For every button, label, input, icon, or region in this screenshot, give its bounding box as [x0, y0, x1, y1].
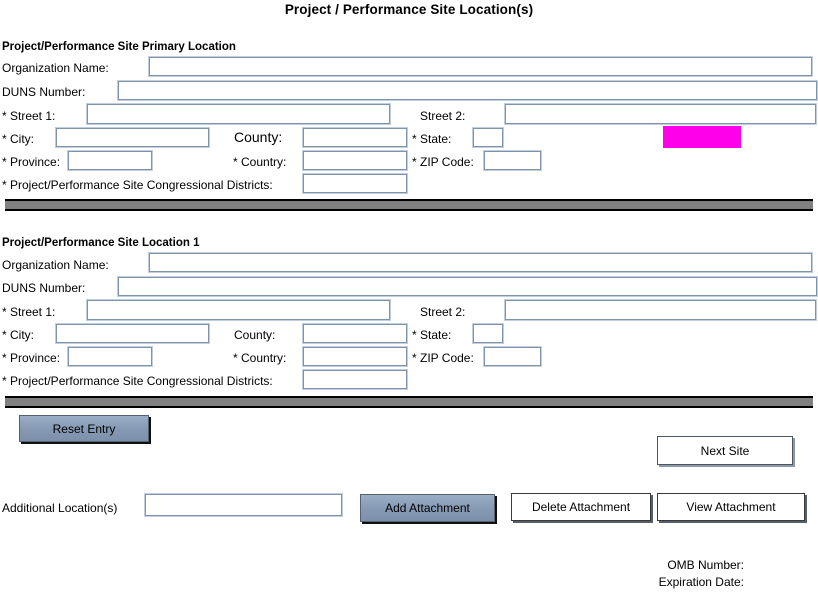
- congressional-districts-input-1[interactable]: [302, 173, 408, 194]
- view-attachment-button[interactable]: View Attachment: [657, 493, 805, 521]
- highlight-block: [663, 126, 741, 148]
- province-input-1[interactable]: [67, 150, 153, 171]
- province-input-2[interactable]: [67, 346, 153, 367]
- county-input-1[interactable]: [302, 127, 408, 148]
- city-label-1: * City:: [2, 132, 35, 146]
- country-label-1: * Country:: [233, 155, 287, 169]
- city-label-2: * City:: [2, 328, 35, 342]
- zip-code-input-2[interactable]: [483, 346, 542, 367]
- state-input-2[interactable]: [472, 323, 504, 344]
- section-divider-1: [5, 199, 813, 211]
- duns-number-input-1[interactable]: [117, 80, 818, 101]
- street1-label-2: * Street 1:: [2, 305, 56, 319]
- street2-label-1: Street 2:: [420, 109, 466, 123]
- street2-input-1[interactable]: [504, 103, 817, 125]
- organization-name-input-1[interactable]: [148, 56, 813, 77]
- zip-code-label-1: * ZIP Code:: [412, 155, 474, 169]
- zip-code-label-2: * ZIP Code:: [412, 351, 474, 365]
- street1-label-1: * Street 1:: [2, 109, 56, 123]
- street1-input-1[interactable]: [86, 103, 391, 125]
- section-heading-primary: Project/Performance Site Primary Locatio…: [2, 41, 236, 53]
- additional-locations-label: Additional Location(s): [2, 501, 118, 515]
- organization-name-label-1: Organization Name:: [2, 61, 109, 75]
- duns-number-label-2: DUNS Number:: [2, 281, 86, 295]
- organization-name-label-2: Organization Name:: [2, 258, 109, 272]
- section-divider-2: [5, 396, 813, 408]
- county-label-1: County:: [234, 129, 283, 145]
- delete-attachment-button[interactable]: Delete Attachment: [511, 493, 651, 521]
- section-heading-location-1: Project/Performance Site Location 1: [2, 237, 200, 249]
- province-label-2: * Province:: [2, 351, 61, 365]
- state-input-1[interactable]: [472, 127, 504, 148]
- reset-entry-button[interactable]: Reset Entry: [19, 415, 149, 442]
- congressional-districts-label-2: * Project/Performance Site Congressional…: [2, 374, 273, 388]
- street1-input-2[interactable]: [86, 299, 391, 321]
- city-input-1[interactable]: [55, 127, 210, 148]
- congressional-districts-input-2[interactable]: [302, 369, 408, 390]
- country-label-2: * Country:: [233, 351, 287, 365]
- duns-number-input-2[interactable]: [117, 276, 818, 297]
- state-label-1: * State:: [412, 132, 452, 146]
- expiration-date-label: Expiration Date:: [658, 575, 744, 589]
- organization-name-input-2[interactable]: [148, 252, 813, 273]
- omb-number-label: OMB Number:: [667, 558, 744, 572]
- country-input-2[interactable]: [302, 346, 408, 367]
- city-input-2[interactable]: [55, 323, 210, 344]
- add-attachment-button[interactable]: Add Attachment: [360, 494, 495, 522]
- country-input-1[interactable]: [302, 150, 408, 171]
- county-input-2[interactable]: [302, 323, 408, 344]
- county-label-2: County:: [234, 328, 276, 342]
- congressional-districts-label-1: * Project/Performance Site Congressional…: [2, 178, 273, 192]
- street2-label-2: Street 2:: [420, 305, 466, 319]
- state-label-2: * State:: [412, 328, 452, 342]
- next-site-button[interactable]: Next Site: [657, 436, 793, 465]
- additional-locations-input[interactable]: [144, 493, 343, 517]
- page-title: Project / Performance Site Location(s): [284, 2, 534, 17]
- province-label-1: * Province:: [2, 155, 61, 169]
- duns-number-label-1: DUNS Number:: [2, 85, 86, 99]
- zip-code-input-1[interactable]: [483, 150, 542, 171]
- street2-input-2[interactable]: [504, 299, 817, 321]
